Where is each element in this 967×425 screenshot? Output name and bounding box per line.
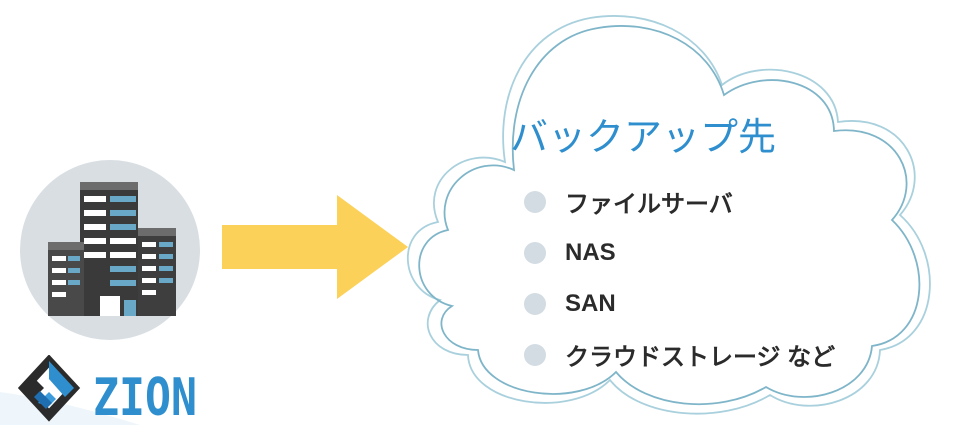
list-item-label: ファイルサーバ [565, 191, 733, 218]
bullet-dot-icon [524, 241, 546, 264]
list-item: NAS [524, 227, 835, 278]
zion-logo: ZION [17, 354, 218, 425]
list-item-label: SAN [565, 289, 616, 317]
bullet-dot-icon [524, 190, 546, 213]
cloud-title: バックアップ先 [510, 115, 777, 159]
right-arrow-icon [222, 195, 408, 299]
bullet-dot-icon [524, 292, 546, 315]
backup-destination-list: ファイルサーバ NAS SAN クラウドストレージ など [524, 176, 835, 380]
bullet-dot-icon [524, 343, 546, 366]
list-item-label: NAS [565, 238, 616, 266]
list-item: ファイルサーバ [524, 176, 835, 227]
list-item: クラウドストレージ など [524, 329, 835, 380]
cloud-icon [406, 15, 931, 415]
list-item: SAN [524, 278, 835, 329]
office-building-icon [20, 160, 200, 340]
zion-diamond-logo-icon: ZION [17, 354, 197, 425]
logo-wordmark: ZION [93, 368, 197, 425]
list-item-label: クラウドストレージ など [565, 344, 836, 371]
